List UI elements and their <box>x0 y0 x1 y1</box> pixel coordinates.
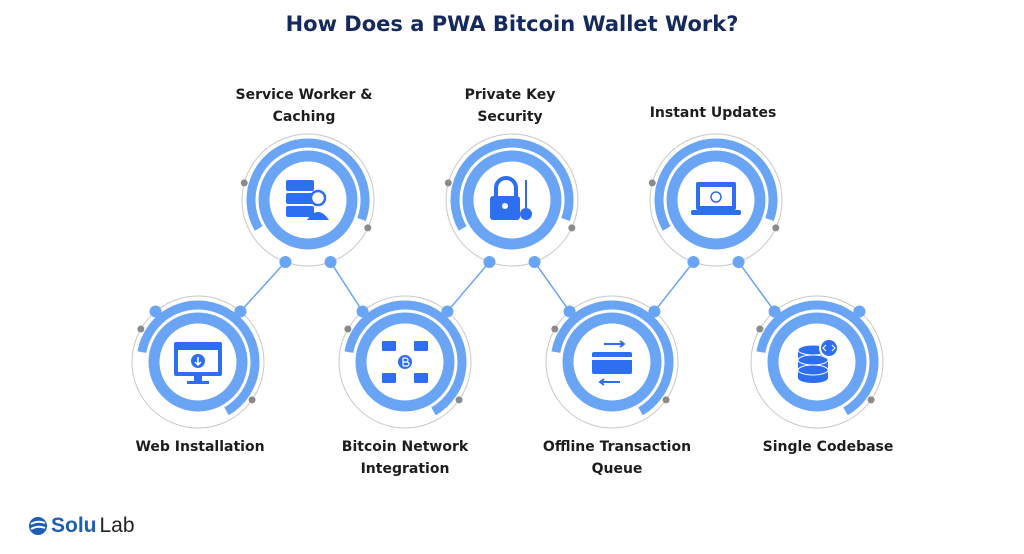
outer-thin-ring <box>750 295 884 429</box>
connector-dot <box>853 305 866 318</box>
gray-dot <box>240 179 248 187</box>
card-transfer-icon <box>592 340 632 386</box>
server-person-icon <box>286 180 329 220</box>
progress-arc <box>756 300 879 416</box>
node-5 <box>338 295 472 429</box>
gray-dot <box>444 179 452 187</box>
connector-dot <box>732 256 745 269</box>
connector-dot <box>648 305 661 318</box>
node-3 <box>648 133 783 269</box>
connector-dot <box>768 305 781 318</box>
monitor-download-icon <box>174 342 222 384</box>
gray-dot <box>568 224 576 232</box>
logo-text-solu: Solu <box>51 514 97 537</box>
outer-thin-ring <box>241 133 375 267</box>
label-single-codebase: Single Codebase <box>762 439 894 455</box>
outer-thin-ring <box>545 295 679 429</box>
page-title: How Does a PWA Bitcoin Wallet Work? <box>285 12 739 36</box>
progress-arc <box>551 300 674 416</box>
gray-dot <box>648 179 656 187</box>
label-bitcoin-network: Bitcoin Network Integration <box>341 439 469 477</box>
label-offline-queue: Offline Transaction Queue <box>542 439 692 477</box>
outer-thin-ring <box>649 133 783 267</box>
label-web-installation: Web Installation <box>135 439 265 455</box>
node-7 <box>750 295 884 429</box>
connector-dot <box>279 256 292 269</box>
connector-line <box>653 261 695 312</box>
padlock-key-icon <box>490 176 532 220</box>
progress-arc <box>450 138 574 231</box>
node-2 <box>444 133 579 269</box>
label-service-worker: Service Worker & Caching <box>235 87 373 125</box>
gray-dot <box>756 325 764 333</box>
progress-arc <box>344 300 467 416</box>
outer-thin-ring <box>131 295 265 429</box>
label-instant-updates: Instant Updates <box>649 105 777 121</box>
gray-dot <box>344 325 352 333</box>
connector-line <box>329 261 364 312</box>
label-private-key: Private Key Security <box>464 87 556 125</box>
gray-dot <box>248 396 256 404</box>
bitcoin-network-icon <box>382 341 428 383</box>
connector-line <box>533 261 571 312</box>
database-code-icon <box>797 338 839 383</box>
outer-thin-ring <box>338 295 472 429</box>
progress-arc <box>137 300 260 416</box>
laptop-refresh-icon <box>691 182 741 215</box>
gray-dot <box>364 224 372 232</box>
connector-dot <box>356 305 369 318</box>
progress-arc <box>654 138 778 231</box>
gray-dot <box>662 396 670 404</box>
gray-dot <box>867 396 875 404</box>
node-6 <box>545 295 679 429</box>
gray-dot <box>455 396 463 404</box>
connector-line <box>239 261 286 312</box>
connector-dot <box>687 256 700 269</box>
connector-dot <box>324 256 337 269</box>
gray-dot <box>137 325 145 333</box>
outer-thin-ring <box>445 133 579 267</box>
gray-dot <box>551 325 559 333</box>
solulab-logo-icon <box>29 517 47 535</box>
connector-dot <box>483 256 496 269</box>
progress-arc <box>246 138 370 231</box>
connector-dot <box>563 305 576 318</box>
connector-dot <box>234 305 247 318</box>
connector-line <box>446 261 490 312</box>
connector-dot <box>441 305 454 318</box>
node-4 <box>131 295 265 429</box>
node-1 <box>240 133 375 269</box>
connector-line <box>737 261 776 312</box>
gray-dot <box>772 224 780 232</box>
logo-text-lab: Lab <box>99 514 135 537</box>
connector-dot <box>149 305 162 318</box>
connector-dot <box>528 256 541 269</box>
